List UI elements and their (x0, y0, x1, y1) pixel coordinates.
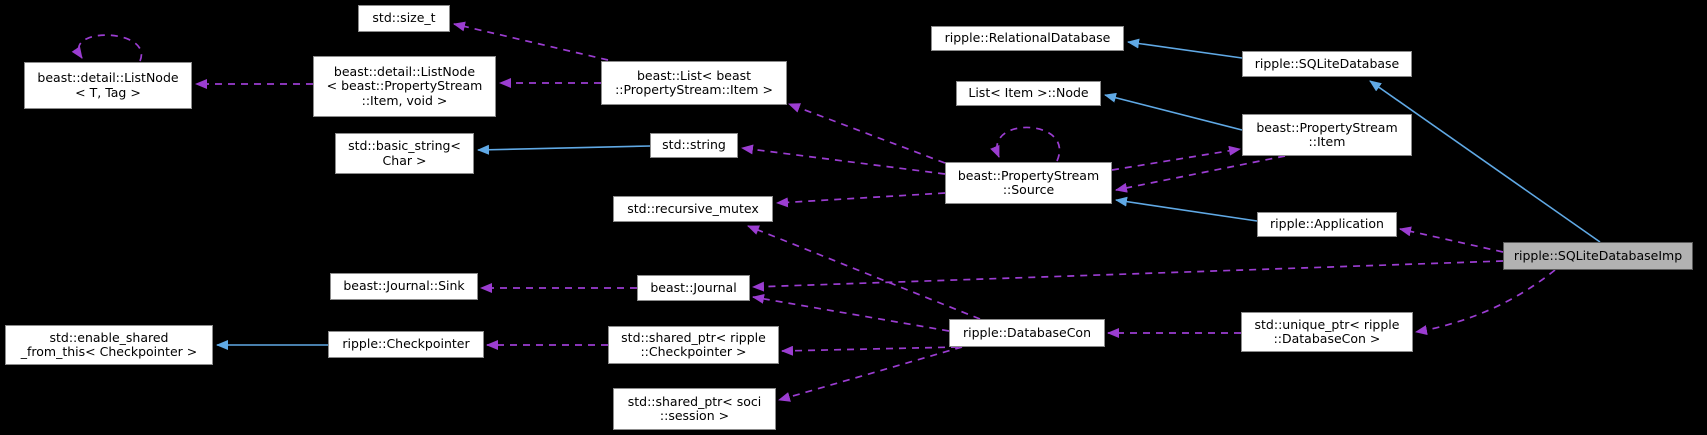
edge-listnode-t-tag-self-loop (71, 34, 143, 62)
node-label: List< Item >::Node (968, 85, 1089, 101)
node-label: ripple::Application (1270, 216, 1384, 232)
node-ripple-databasecon[interactable]: ripple::DatabaseCon (949, 319, 1105, 347)
node-list-item-node[interactable]: List< Item >::Node (956, 81, 1101, 106)
node-label: std::size_t (372, 10, 436, 26)
edge-sqlite-db-imp-to-journal (752, 260, 1504, 292)
node-label: beast::detail::ListNode < T, Tag > (37, 70, 179, 100)
edge-database-con-to-journal (752, 293, 950, 332)
node-ripple-sqlitedatabaseimp[interactable]: ripple::SQLiteDatabaseImp (1503, 242, 1693, 270)
edge-source-self-loop (990, 126, 1061, 162)
node-label: std::string (662, 137, 726, 153)
node-beast-journal[interactable]: beast::Journal (637, 275, 750, 301)
node-label: ripple::SQLiteDatabase (1254, 55, 1400, 71)
node-label: beast::Journal::Sink (343, 278, 465, 294)
node-std-shared-ptr-checkpointer[interactable]: std::shared_ptr< ripple ::Checkpointer > (608, 326, 779, 364)
node-ripple-application[interactable]: ripple::Application (1257, 212, 1397, 237)
edge-sqlite-db-imp-to-sqlite-db (1369, 80, 1601, 243)
node-label: ripple::DatabaseCon (962, 324, 1091, 340)
node-label: ripple::Checkpointer (342, 336, 470, 352)
node-label: std::basic_string< Char > (348, 138, 461, 168)
node-label: std::shared_ptr< ripple ::Checkpointer > (621, 329, 766, 359)
node-beast-propertystream-item[interactable]: beast::PropertyStream ::Item (1242, 114, 1412, 156)
node-std-basic-string[interactable]: std::basic_string< Char > (335, 133, 474, 174)
node-std-size-t[interactable]: std::size_t (358, 5, 450, 32)
edge-source-to-prop-item (1111, 145, 1241, 171)
node-label: std::enable_shared _from_this< Checkpoin… (20, 329, 198, 359)
edge-source-to-recursive-mutex (776, 192, 946, 208)
edge-beast-list-to-size-t (453, 21, 609, 61)
node-label: beast::detail::ListNode < beast::Propert… (326, 63, 483, 108)
edge-source-to-std-string (741, 144, 946, 175)
edge-application-to-source (1115, 196, 1258, 222)
node-label: std::shared_ptr< soci ::session > (627, 393, 762, 423)
node-beast-propertystream-source[interactable]: beast::PropertyStream ::Source (945, 162, 1112, 204)
node-label: ripple::SQLiteDatabaseImp (1513, 247, 1683, 263)
edge-database-con-to-shared-ptr-session (778, 346, 963, 402)
node-std-unique-ptr-databasecon[interactable]: std::unique_ptr< ripple ::DatabaseCon > (1241, 312, 1413, 352)
node-label: beast::List< beast ::PropertyStream::Ite… (615, 67, 773, 97)
node-beast-list-propertystream-item[interactable]: beast::List< beast ::PropertyStream::Ite… (601, 61, 787, 105)
node-label: beast::Journal (650, 279, 737, 295)
node-beast-journal-sink[interactable]: beast::Journal::Sink (330, 273, 478, 300)
node-beast-detail-listnode-t-tag[interactable]: beast::detail::ListNode < T, Tag > (24, 62, 192, 109)
node-label: beast::PropertyStream ::Source (957, 167, 1100, 197)
node-std-enable-shared-from-this[interactable]: std::enable_shared _from_this< Checkpoin… (5, 325, 213, 365)
node-ripple-relationaldatabase[interactable]: ripple::RelationalDatabase (931, 26, 1124, 51)
edge-sqlite-db-imp-to-unique-ptr-dbcon (1415, 269, 1556, 336)
edge-prop-item-to-list-item-node (1104, 92, 1243, 131)
node-label: ripple::RelationalDatabase (944, 30, 1111, 46)
edge-database-con-to-shared-ptr-checkpointer (781, 345, 959, 356)
edge-sqlite-db-imp-to-application (1399, 226, 1504, 253)
edge-prop-item-to-source (1115, 155, 1286, 193)
edge-source-to-beast-list (788, 103, 946, 164)
edge-std-string-to-basic-string (477, 144, 651, 155)
node-label: beast::PropertyStream ::Item (1256, 119, 1398, 149)
node-beast-detail-listnode-item-void[interactable]: beast::detail::ListNode < beast::Propert… (313, 56, 496, 117)
node-std-shared-ptr-soci-session[interactable]: std::shared_ptr< soci ::session > (613, 388, 776, 430)
node-ripple-sqlitedatabase[interactable]: ripple::SQLiteDatabase (1242, 51, 1412, 77)
node-label: std::recursive_mutex (627, 200, 759, 216)
edge-sqlite-db-to-relational-db (1127, 38, 1243, 59)
node-std-recursive-mutex[interactable]: std::recursive_mutex (613, 196, 773, 222)
node-std-string[interactable]: std::string (650, 133, 738, 158)
node-label: std::unique_ptr< ripple ::DatabaseCon > (1254, 316, 1400, 346)
node-ripple-checkpointer[interactable]: ripple::Checkpointer (328, 331, 484, 358)
edge-database-con-to-recursive-mutex (747, 225, 981, 320)
